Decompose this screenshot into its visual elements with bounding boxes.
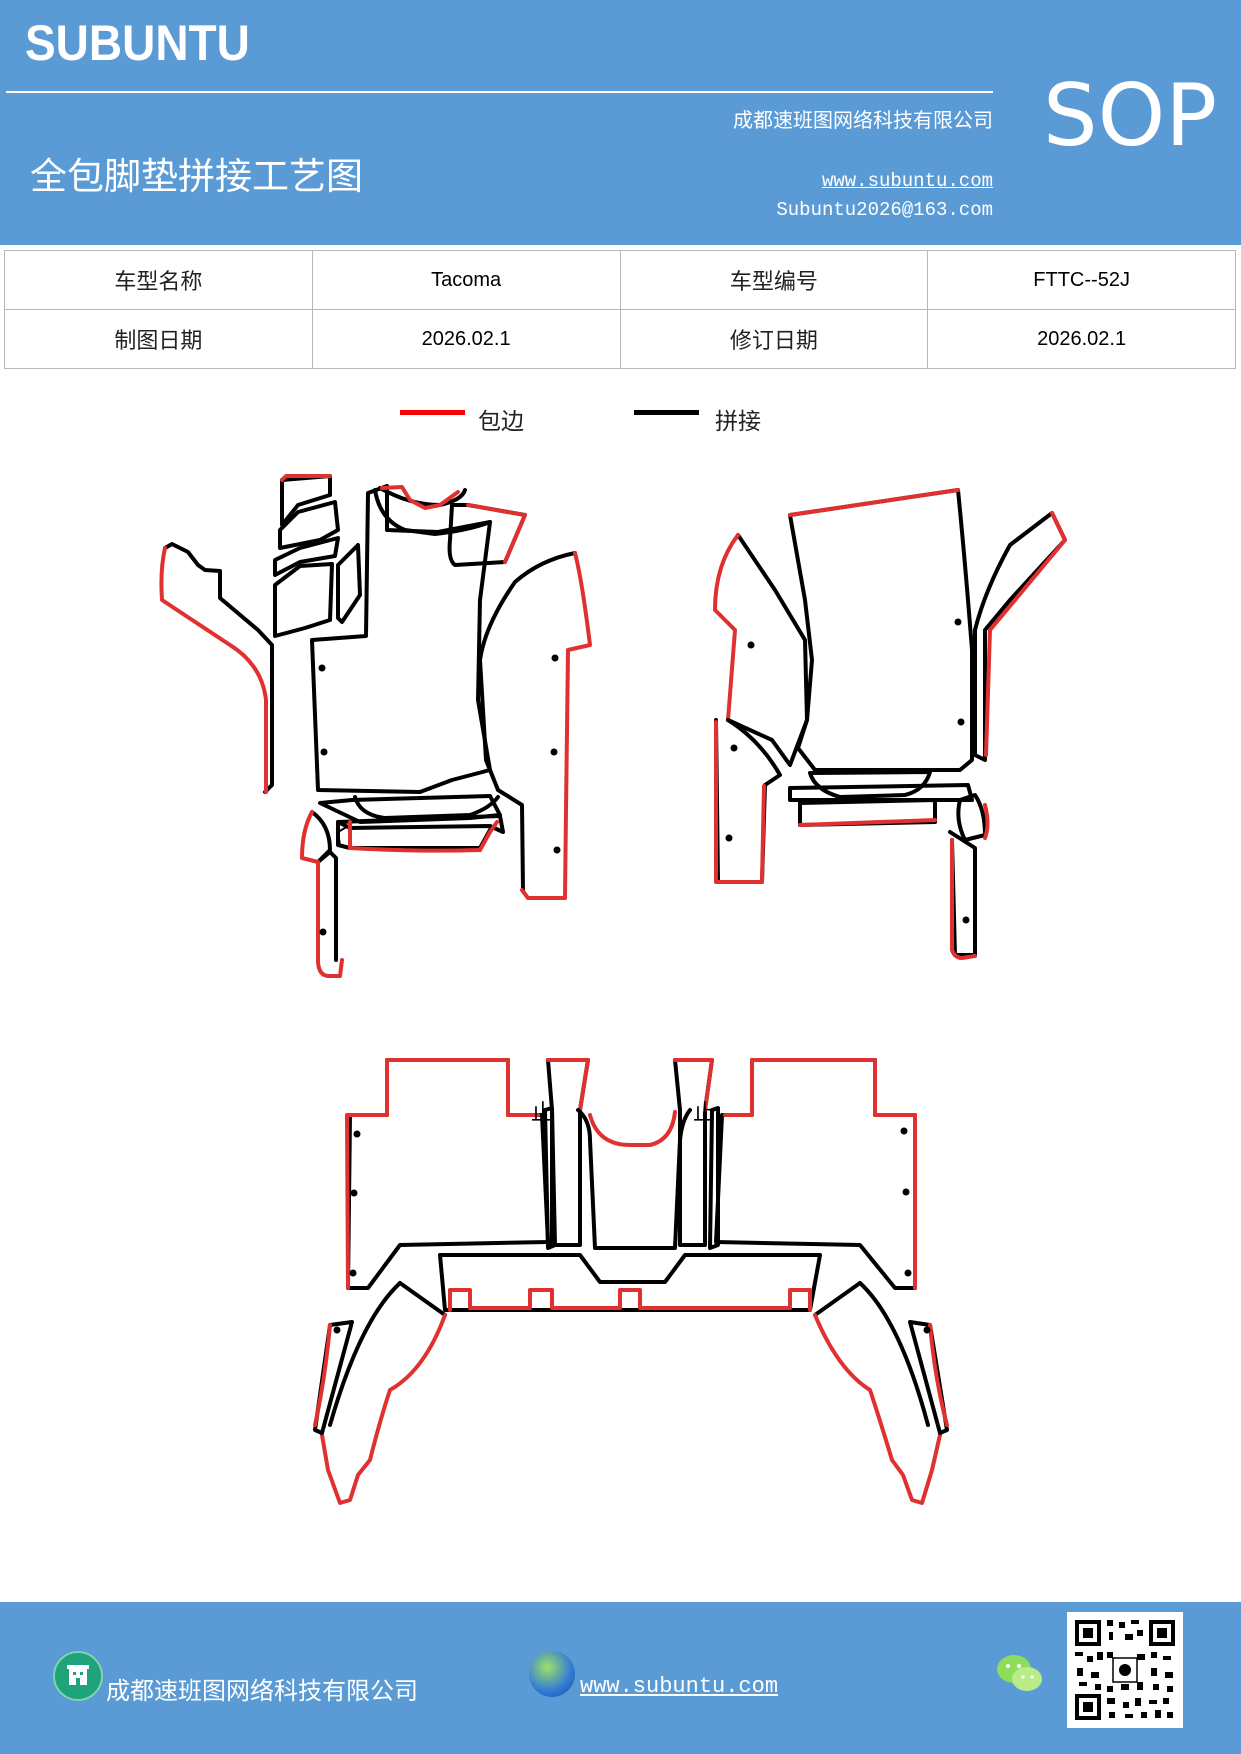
legend-label-edge: 包边 [478,409,524,435]
revision-date-label: 修订日期 [619,309,929,369]
model-code-label: 车型编号 [619,250,929,310]
rivet [551,654,559,662]
rivet [350,1189,358,1197]
rivet [904,1269,912,1277]
front-right-mat-group [713,488,1067,960]
model-name-value: Tacoma [311,250,621,310]
legend-label-seam: 拼接 [715,409,761,435]
floor-mat-diagram: 止 止 [159,474,1067,1505]
rivet [730,744,738,752]
legend-swatch-edge [400,410,465,415]
rivet [900,1127,908,1135]
rivet [923,1326,931,1334]
draw-date-label: 制图日期 [4,309,313,369]
stop-mark-left: 止 [531,1101,553,1126]
rivet [550,748,558,756]
rivet [318,664,326,672]
rivet [553,846,561,854]
website-link[interactable]: www.subuntu.com [821,170,993,192]
header-divider [6,91,993,93]
revision-date-value: 2026.02.1 [927,309,1236,369]
qr-code [1067,1612,1183,1728]
sop-badge: SOP [1043,66,1218,166]
header: SUBUNTU 成都速班图网络科技有限公司 SOP 全包脚垫拼接工艺图 www.… [0,0,1241,245]
rivet [320,748,328,756]
rear-mat-group: 止 止 [313,1058,949,1505]
legend-swatch-seam [634,410,699,415]
stop-mark-right: 止 [693,1101,715,1126]
vehicle-info-table: 车型名称 Tacoma 车型编号 FTTC--52J 制图日期 2026.02.… [4,250,1236,369]
email-address: Subuntu2026@163.com [776,199,993,221]
rivet [747,641,755,649]
table-row: 制图日期 2026.02.1 修订日期 2026.02.1 [4,309,1236,369]
rivet [349,1269,357,1277]
wechat-icon[interactable] [995,1652,1045,1696]
rivet [319,928,327,936]
front-left-mat-group [159,474,592,978]
table-row: 车型名称 Tacoma 车型编号 FTTC--52J [4,250,1236,310]
rivet [333,1326,341,1334]
globe-icon [529,1651,575,1697]
page-title: 全包脚垫拼接工艺图 [30,155,363,198]
footer-company-name: 成都速班图网络科技有限公司 [106,1677,418,1705]
rivet [962,916,970,924]
draw-date-value: 2026.02.1 [311,309,621,369]
company-name: 成都速班图网络科技有限公司 [733,108,993,132]
brand-logo: SUBUNTU [25,15,250,71]
rivet [902,1188,910,1196]
rivet [353,1130,361,1138]
rivet [725,834,733,842]
rivet [954,618,962,626]
building-icon [53,1651,103,1701]
model-code-value: FTTC--52J [927,250,1236,310]
footer-website-link[interactable]: www.subuntu.com [580,1674,779,1699]
rivet [957,718,965,726]
model-name-label: 车型名称 [4,250,313,310]
